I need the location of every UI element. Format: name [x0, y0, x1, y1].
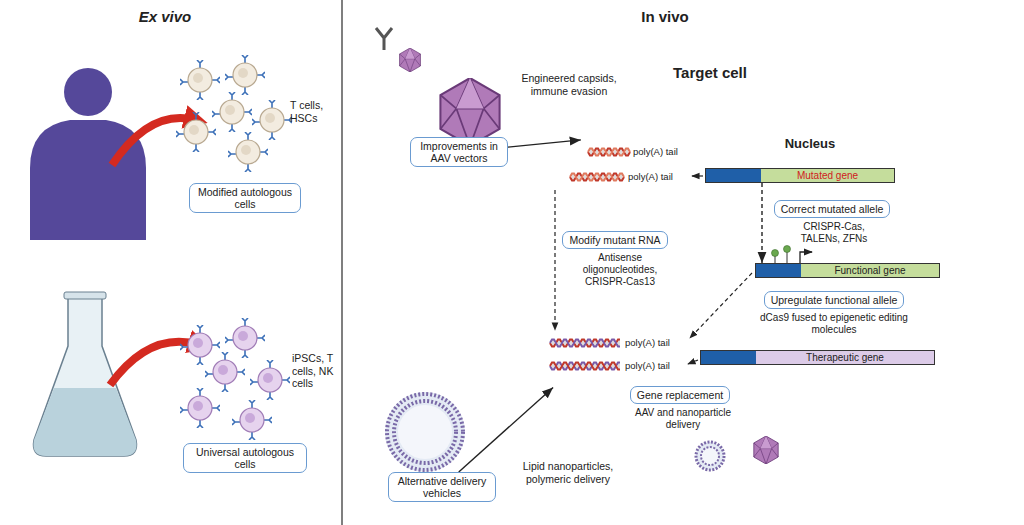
node-title: Nucleus — [770, 136, 850, 151]
red-arrow — [112, 118, 196, 165]
universal-cells — [180, 318, 290, 440]
mrna-strand — [588, 149, 630, 156]
antibody-capsid — [376, 28, 392, 50]
t-cells — [180, 60, 220, 100]
annotation: dCas9 fused to epigenetic editing molecu… — [757, 312, 911, 336]
gene-bar: Functional gene — [755, 263, 940, 278]
gene-bar: Mutated gene — [705, 168, 895, 183]
ellipse-outline — [641, 113, 979, 411]
red-arrow — [110, 342, 200, 385]
mrna-strand — [570, 174, 624, 181]
patient-silhouette — [30, 120, 146, 240]
panel-divider — [341, 0, 343, 525]
liposome — [385, 392, 465, 472]
t-cells — [228, 132, 268, 172]
box-text: Universal autologous cells — [190, 446, 300, 470]
dashed-arrow — [688, 360, 698, 364]
label-box: Improvements in AAV vectors — [410, 137, 508, 167]
liposome — [387, 394, 463, 470]
epigenetic-marks — [772, 246, 791, 264]
liposome — [398, 405, 452, 459]
annotation: poly(A) tail — [633, 146, 689, 158]
t-cells — [225, 55, 265, 95]
epigenetic-marks — [787, 251, 788, 263]
nucleus: NucleusMutated geneCorrect mutated allel… — [640, 112, 980, 412]
box-text: Gene replacement — [637, 389, 723, 401]
box-text: Alternative delivery vehicles — [395, 475, 489, 499]
box-text: Correct mutated allele — [781, 203, 884, 215]
box-text: Improvements in AAV vectors — [417, 140, 501, 164]
delivery-particles — [754, 436, 778, 464]
flask — [34, 388, 137, 456]
annotation: Engineered capsids, immune evasion — [514, 72, 624, 97]
annotation: poly(A) tail — [625, 337, 683, 349]
delivery-particles — [696, 436, 778, 470]
delivery-particles — [701, 447, 719, 465]
universal-cells — [225, 318, 265, 358]
label-box: Upregulate functional allele — [764, 291, 905, 309]
promoter-arrow — [800, 252, 812, 263]
label-box: Alternative delivery vehicles — [388, 472, 496, 502]
annotation: AAV and nanoparticle delivery — [628, 407, 738, 431]
box-text: Modified autologous cells — [196, 186, 294, 210]
universal-cells — [250, 360, 290, 400]
antibody-capsid — [376, 28, 420, 72]
universal-cells — [232, 400, 272, 440]
epigenetic-marks — [772, 250, 779, 257]
dashed-arrow — [690, 273, 752, 338]
flask — [64, 292, 106, 299]
ellipse-outline — [536, 43, 984, 525]
mrna-strand — [550, 363, 620, 370]
patient-silhouette — [30, 68, 146, 240]
annotation: T cells, HSCs — [290, 99, 338, 124]
panel-heading: Ex vivo — [115, 8, 215, 25]
mrna-strand — [588, 149, 630, 156]
connector-arrow — [459, 387, 553, 472]
box-text: Upregulate functional allele — [771, 294, 898, 306]
panel-heading: In vivo — [615, 8, 715, 25]
label-box: Universal autologous cells — [183, 443, 307, 473]
node-title: Target cell — [655, 64, 765, 81]
label-box: Gene replacement — [630, 386, 730, 404]
connector-arrow — [508, 140, 581, 147]
label-box: Correct mutated allele — [774, 200, 891, 218]
label-box: Modified autologous cells — [189, 183, 301, 213]
annotation: Lipid nanoparticles, polymeric delivery — [514, 460, 622, 485]
universal-cells — [180, 388, 220, 428]
t-cells — [252, 100, 292, 140]
annotation: iPSCs, T cells, NK cells — [292, 352, 340, 390]
gene-label: Functional gene — [834, 265, 905, 276]
mrna-strand — [550, 363, 620, 370]
epigenetic-marks — [784, 246, 791, 253]
gene-bar: Therapeutic gene — [700, 350, 935, 365]
mrna-strand — [550, 340, 620, 347]
t-cells — [176, 112, 216, 152]
patient-silhouette — [64, 68, 112, 116]
universal-cells — [180, 325, 220, 365]
gene-label: Therapeutic gene — [806, 352, 884, 363]
aav-capsid — [440, 78, 499, 146]
mrna-strand — [550, 340, 620, 347]
t-cells — [212, 92, 252, 132]
annotation: poly(A) tail — [625, 360, 683, 372]
antibody-capsid — [400, 48, 421, 72]
annotation: Antisense oligonucleotides, CRISPR-Cas13 — [572, 252, 668, 288]
annotation: CRISPR-Cas, TALENs, ZFNs — [790, 221, 878, 245]
gene-label: Mutated gene — [797, 170, 858, 181]
mrna-strand — [570, 174, 624, 181]
liposome — [385, 392, 465, 472]
liposome — [394, 401, 456, 463]
connector-arrow — [761, 183, 762, 263]
annotation: poly(A) tail — [628, 171, 686, 183]
t-cells — [176, 55, 292, 172]
dashed-arrow — [554, 190, 555, 330]
box-text: Modify mutant RNA — [569, 234, 660, 246]
delivery-particles — [696, 442, 724, 470]
universal-cells — [205, 352, 245, 392]
ellipse-outline — [640, 112, 980, 412]
transcription-arrow — [692, 175, 703, 176]
label-box: Modify mutant RNA — [562, 231, 667, 249]
